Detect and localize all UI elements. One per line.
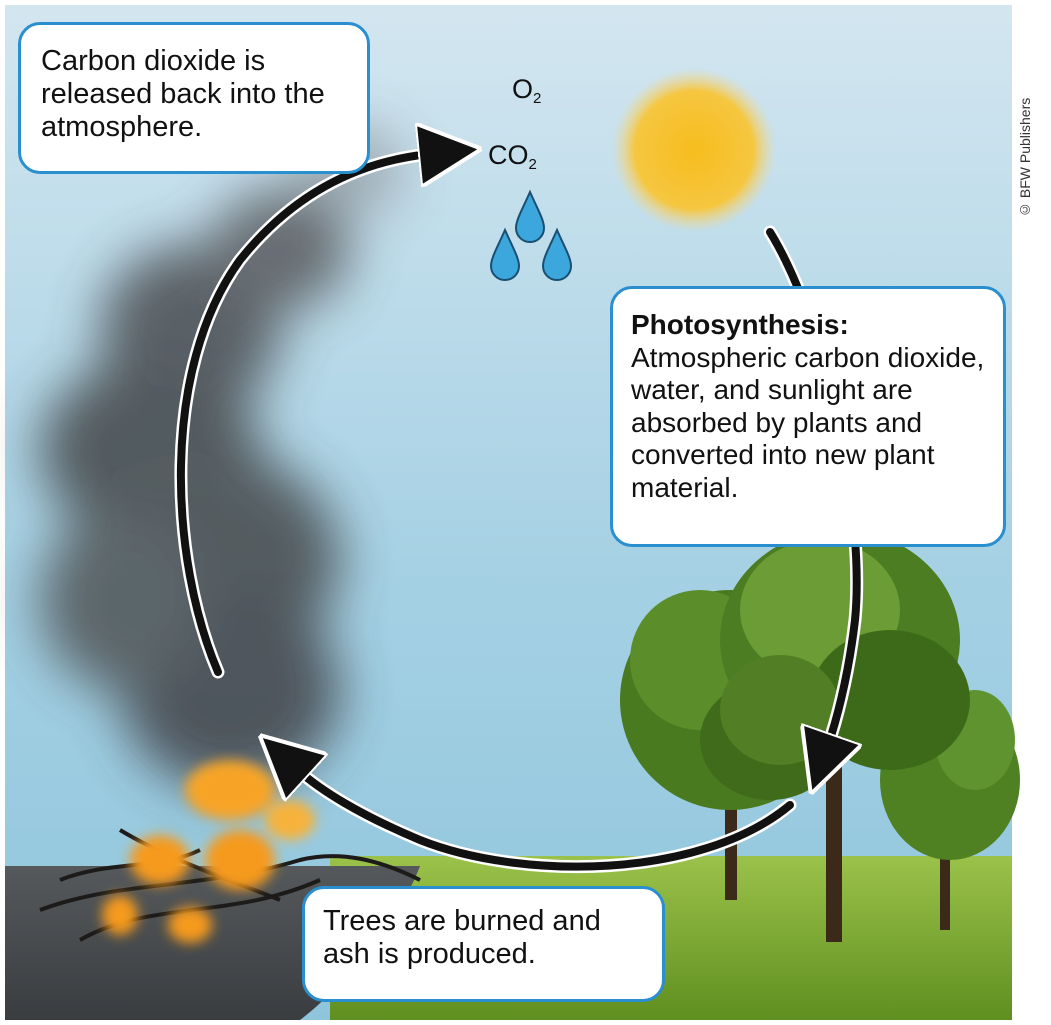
publisher-credit: © BFW Publishers — [1017, 97, 1033, 218]
water-drop-icon — [514, 189, 546, 243]
callout-burning: Trees are burned and ash is produced. — [302, 886, 665, 1002]
callout-title: Photosynthesis: — [631, 309, 849, 340]
callout-text: Carbon dioxide is released back into the… — [41, 45, 325, 143]
water-drop-icon — [541, 227, 573, 281]
flames — [102, 760, 315, 943]
callout-text: Atmospheric carbon dioxide, water, and s… — [631, 341, 985, 503]
callout-text: Trees are burned and ash is produced. — [323, 905, 601, 970]
water-drops — [489, 189, 573, 281]
callout-co2-release: Carbon dioxide is released back into the… — [18, 22, 370, 174]
carbon-dioxide-label: CO2 — [488, 140, 537, 173]
sun-icon — [612, 68, 776, 232]
oxygen-label: O2 — [512, 74, 542, 107]
burning-branches — [39, 760, 421, 943]
arrow-trees-to-fire — [298, 770, 794, 871]
callout-photosynthesis: Photosynthesis: Atmospheric carbon dioxi… — [610, 286, 1006, 547]
water-drop-icon — [489, 227, 521, 281]
